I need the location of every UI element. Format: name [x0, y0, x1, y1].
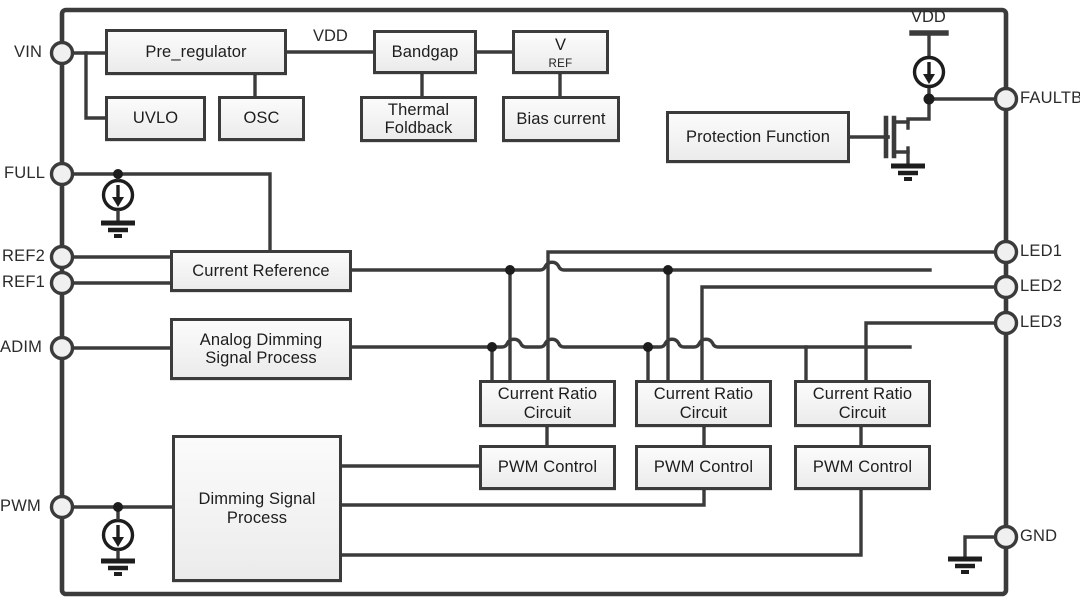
block-dimming-signal-process[interactable]: Dimming Signal Process [172, 435, 342, 582]
pin-gnd-circle [993, 524, 1019, 550]
block-bandgap[interactable]: Bandgap [373, 30, 477, 74]
block-pre-regulator[interactable]: Pre_regulator [105, 29, 287, 75]
wire-dsp-out3 [340, 488, 863, 557]
chip-outline [59, 7, 1009, 597]
block-protection-function-label: Protection Function [685, 127, 831, 146]
block-dimming-signal-process-label-line1: Dimming Signal [198, 490, 316, 509]
pin-label-full: FULL [4, 164, 46, 182]
junction-ref-bus-b [663, 265, 673, 275]
pin-full-circle [49, 161, 75, 187]
pin-label-gnd: GND [1020, 527, 1058, 545]
pin-vin-circle [49, 40, 75, 66]
block-pwm-control-1[interactable]: PWM Control [479, 445, 616, 490]
block-current-ratio-circuit-3[interactable]: Current Ratio Circuit [794, 380, 931, 427]
pin-label-ref1: REF1 [2, 273, 45, 291]
nmos-ground [891, 163, 925, 181]
net-label-vdd-top: VDD [911, 8, 946, 26]
faultb-pullup-source [912, 55, 946, 89]
pwm-current-source [101, 518, 135, 552]
block-vref-label-sub: REF [548, 57, 573, 70]
wire-dsp-out2 [340, 488, 706, 507]
block-osc-label: OSC [243, 109, 280, 128]
pin-label-ref2: REF2 [2, 247, 45, 265]
block-current-ratio-circuit-2[interactable]: Current Ratio Circuit [635, 380, 772, 427]
wire-led3 [864, 321, 998, 382]
junction-full [113, 169, 123, 179]
block-current-ratio-circuit-3-label-line1: Current Ratio [812, 385, 913, 404]
pin-led3-circle [993, 310, 1019, 336]
block-current-ratio-circuit-2-label-line2: Circuit [679, 403, 728, 422]
wire-gnd-pin [963, 535, 998, 560]
net-label-vdd-rail: VDD [313, 27, 348, 45]
block-bias-current-label: Bias current [516, 109, 606, 128]
pin-ref2-circle [49, 244, 75, 270]
block-thermal-foldback-label-line2: Foldback [384, 119, 453, 137]
block-thermal-foldback[interactable]: Thermal Foldback [360, 96, 477, 142]
block-analog-dimming-label-line2: Signal Process [205, 349, 317, 367]
pin-label-led2: LED2 [1020, 277, 1063, 295]
block-pwm-control-3[interactable]: PWM Control [794, 445, 931, 490]
pin-label-faultb: FAULTB [1020, 89, 1080, 107]
pin-label-led1: LED1 [1020, 242, 1063, 260]
block-current-ratio-circuit-1-label-line1: Current Ratio [497, 385, 598, 404]
pin-label-vin: VIN [14, 43, 43, 61]
block-dimming-signal-process-label-line2: Process [226, 508, 288, 527]
block-analog-dimming-label-line1: Analog Dimming [199, 330, 323, 349]
wire-led1 [546, 250, 998, 382]
junction-ref-bus-a [505, 265, 515, 275]
pin-adim-circle [49, 335, 75, 361]
block-pwm-control-1-label: PWM Control [497, 458, 598, 477]
block-thermal-foldback-label-line1: Thermal [387, 100, 450, 119]
ground-symbols [101, 163, 982, 576]
block-vref-label: V REF [549, 36, 573, 69]
pin-circles [49, 40, 1019, 550]
junction-faultb-drain [923, 93, 935, 105]
wire-led2 [700, 285, 998, 382]
block-pwm-control-3-label: PWM Control [812, 458, 913, 477]
block-vref-label-main: V [554, 36, 567, 55]
block-uvlo[interactable]: UVLO [105, 96, 206, 141]
block-current-reference-label: Current Reference [192, 261, 330, 280]
pin-ref1-circle [49, 270, 75, 296]
block-pwm-control-2[interactable]: PWM Control [635, 445, 772, 490]
wire-full-to-currentref [70, 172, 272, 252]
block-pre-regulator-label: Pre_regulator [145, 42, 247, 61]
wire-currentref-bus [350, 260, 932, 272]
block-analog-dimming[interactable]: Analog Dimming Signal Process [170, 318, 352, 380]
block-uvlo-label: UVLO [132, 109, 179, 128]
pin-led1-circle [993, 239, 1019, 265]
pin-pwm-circle [49, 494, 75, 520]
block-bias-current[interactable]: Bias current [502, 96, 620, 142]
wire-analogdim-bus [350, 337, 912, 349]
block-bandgap-label: Bandgap [391, 42, 459, 61]
block-current-reference[interactable]: Current Reference [170, 250, 352, 292]
full-current-source [101, 178, 135, 212]
block-current-ratio-circuit-3-label-line2: Circuit [838, 403, 887, 422]
block-current-ratio-circuit-2-label-line1: Current Ratio [653, 385, 754, 404]
junction-adim-bus-a [487, 342, 497, 352]
gnd-pin-ground [948, 556, 982, 574]
pwm-ground [101, 558, 135, 576]
junction-adim-bus-b [643, 342, 653, 352]
block-current-ratio-circuit-1-label-line2: Circuit [523, 403, 572, 422]
junction-dots [113, 93, 935, 512]
pin-label-pwm: PWM [0, 497, 41, 515]
current-source-symbols [101, 55, 946, 552]
pin-label-adim: ADIM [0, 338, 43, 356]
pin-led2-circle [993, 274, 1019, 300]
block-pwm-control-2-label: PWM Control [653, 458, 754, 477]
pin-faultb-circle [993, 86, 1019, 112]
block-current-ratio-circuit-1[interactable]: Current Ratio Circuit [479, 380, 616, 427]
block-vref[interactable]: V REF [512, 30, 609, 74]
block-protection-function[interactable]: Protection Function [666, 111, 850, 163]
full-ground [101, 220, 135, 238]
pin-label-led3: LED3 [1020, 313, 1063, 331]
block-osc[interactable]: OSC [218, 96, 305, 141]
junction-pwm [113, 502, 123, 512]
wire-vin-to-uvlo [84, 51, 107, 120]
